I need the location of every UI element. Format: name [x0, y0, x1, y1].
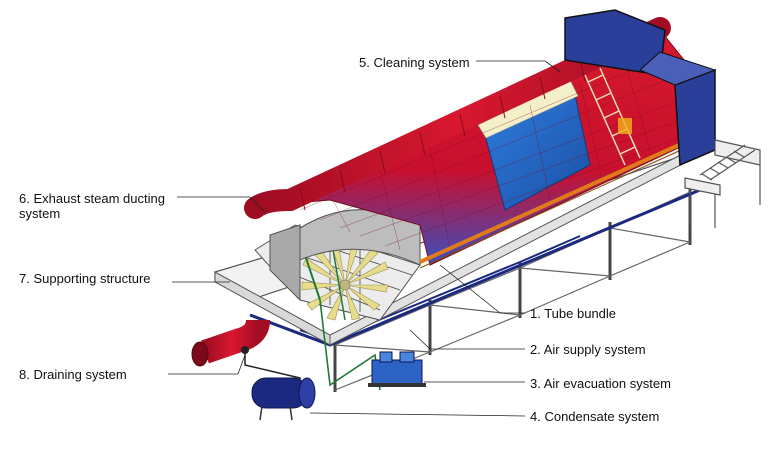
label-air-evacuation-system: 3. Air evacuation system [530, 376, 671, 391]
label-exhaust-line1: 6. Exhaust steam ducting [19, 191, 165, 206]
tube-bundle-roof [269, 29, 701, 266]
condensate-tank [251, 377, 316, 421]
cleaning-ladder [584, 67, 641, 166]
label-supporting-structure: 7. Supporting structure [19, 271, 151, 286]
exhaust-duct-horizontal [201, 319, 270, 364]
cleaning-unit [618, 118, 632, 134]
far-end-enclosure [564, 9, 717, 167]
duct-opening [191, 341, 209, 367]
label-cleaning-system: 5. Cleaning system [359, 55, 470, 70]
drain-valve [241, 346, 249, 354]
leader-lines [168, 60, 561, 417]
label-air-supply-system: 2. Air supply system [530, 342, 646, 357]
tube-bundle-rail [419, 138, 691, 264]
air-evacuation-unit [368, 351, 426, 387]
label-draining-system: 8. Draining system [19, 367, 127, 382]
label-exhaust-steam-ducting: 6. Exhaust steam ducting system [19, 191, 165, 221]
label-condensate-system: 4. Condensate system [530, 409, 660, 424]
tube-grid [299, 49, 696, 251]
access-stairs [684, 139, 761, 228]
exhaust-duct-ridge [244, 17, 671, 219]
label-tube-bundle: 1. Tube bundle [530, 306, 617, 321]
label-exhaust-line2: system [19, 206, 61, 221]
fan-blades [301, 239, 389, 321]
arch-end-wall [289, 209, 421, 266]
